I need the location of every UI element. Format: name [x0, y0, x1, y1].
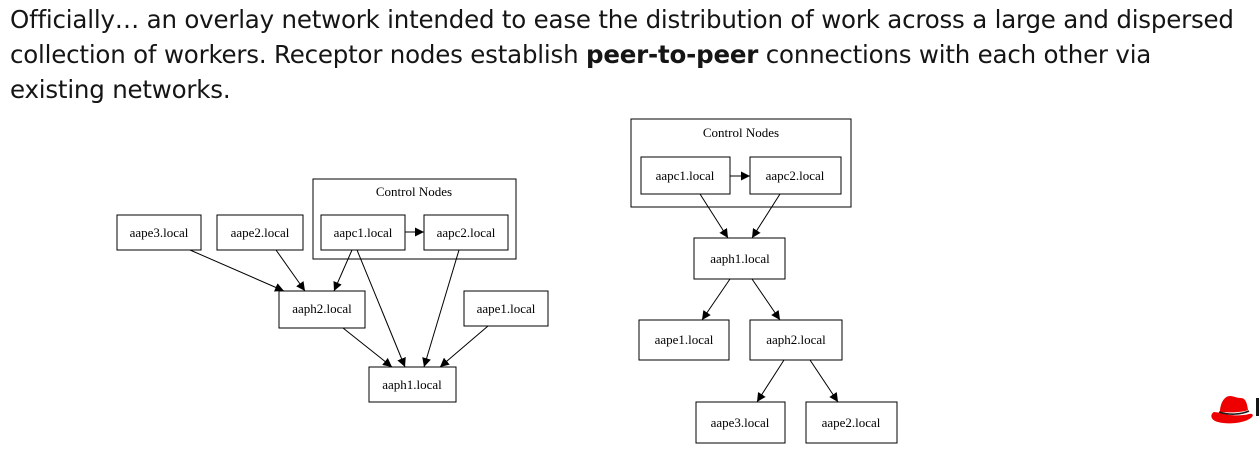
left-cluster-label: Control Nodes	[376, 184, 452, 199]
right-node-aape2-label: aape2.local	[822, 415, 881, 430]
right-node-aape2: aape2.local	[805, 401, 898, 444]
left-edge-aape2-aaph2	[275, 249, 306, 292]
left-node-aape1-label: aape1.local	[477, 301, 536, 316]
right-cluster-label: Control Nodes	[703, 125, 779, 140]
right-diagram: Control Nodes aapc1.local aapc2.local aa…	[630, 118, 898, 444]
right-node-aapc1: aapc1.local	[640, 156, 731, 195]
right-node-aapc2: aapc2.local	[749, 156, 842, 195]
left-node-aaph2: aaph2.local	[278, 290, 366, 329]
right-node-aaph1-label: aaph1.local	[710, 251, 770, 266]
left-edge-aape1-aaph1	[439, 325, 489, 368]
right-edge-aapc2-aaph1	[751, 193, 781, 239]
right-node-aaph2-label: aaph2.local	[766, 332, 826, 347]
right-node-aapc1-label: aapc1.local	[656, 168, 715, 183]
right-edge-aaph2-aape3	[756, 359, 785, 403]
right-edge-aaph2-aape2	[809, 359, 839, 403]
left-node-aaph2-label: aaph2.local	[292, 301, 352, 316]
intro-text-before: Officially… an overlay network intended …	[10, 5, 1234, 69]
intro-paragraph: Officially… an overlay network intended …	[10, 2, 1250, 107]
right-node-aape1: aape1.local	[638, 319, 730, 361]
right-edge-aaph1-aape1	[701, 278, 731, 321]
right-node-aaph1: aaph1.local	[693, 237, 786, 280]
left-node-aape3-label: aape3.local	[130, 225, 189, 240]
right-node-aape3: aape3.local	[695, 401, 786, 444]
intro-text-after: connections with each other via existing…	[10, 40, 1152, 104]
left-node-aapc2-label: aapc2.local	[437, 225, 496, 240]
left-node-aape1: aape1.local	[463, 290, 549, 327]
left-edge-aapc1-aaph2	[333, 249, 353, 292]
left-node-aapc1: aapc1.local	[320, 214, 406, 251]
right-edge-aapc1-aaph1	[699, 193, 729, 239]
red-hat-icon	[1211, 396, 1259, 424]
left-node-aape2: aape2.local	[216, 214, 304, 251]
left-diagram: Control Nodes aape3.local aape2.local aa…	[116, 178, 549, 403]
intro-text-bold: peer-to-peer	[585, 40, 759, 69]
left-edge-aaph2-aaph1	[342, 327, 393, 368]
right-node-aape1-label: aape1.local	[655, 332, 714, 347]
left-edge-aapc1-aaph1	[356, 249, 406, 368]
right-node-aapc2-label: aapc2.local	[766, 168, 825, 183]
left-node-aape3: aape3.local	[116, 214, 202, 251]
left-edge-aapc2-aaph1	[422, 249, 460, 368]
left-node-aapc2: aapc2.local	[423, 214, 509, 251]
right-edge-aaph1-aaph2	[751, 278, 781, 321]
left-edge-aape3-aaph2	[189, 249, 285, 292]
left-node-aape2-label: aape2.local	[231, 225, 290, 240]
right-node-aape3-label: aape3.local	[711, 415, 770, 430]
left-node-aapc1-label: aapc1.local	[334, 225, 393, 240]
left-node-aaph1: aaph1.local	[368, 366, 457, 403]
left-node-aaph1-label: aaph1.local	[382, 377, 442, 392]
right-node-aaph2: aaph2.local	[749, 319, 843, 361]
